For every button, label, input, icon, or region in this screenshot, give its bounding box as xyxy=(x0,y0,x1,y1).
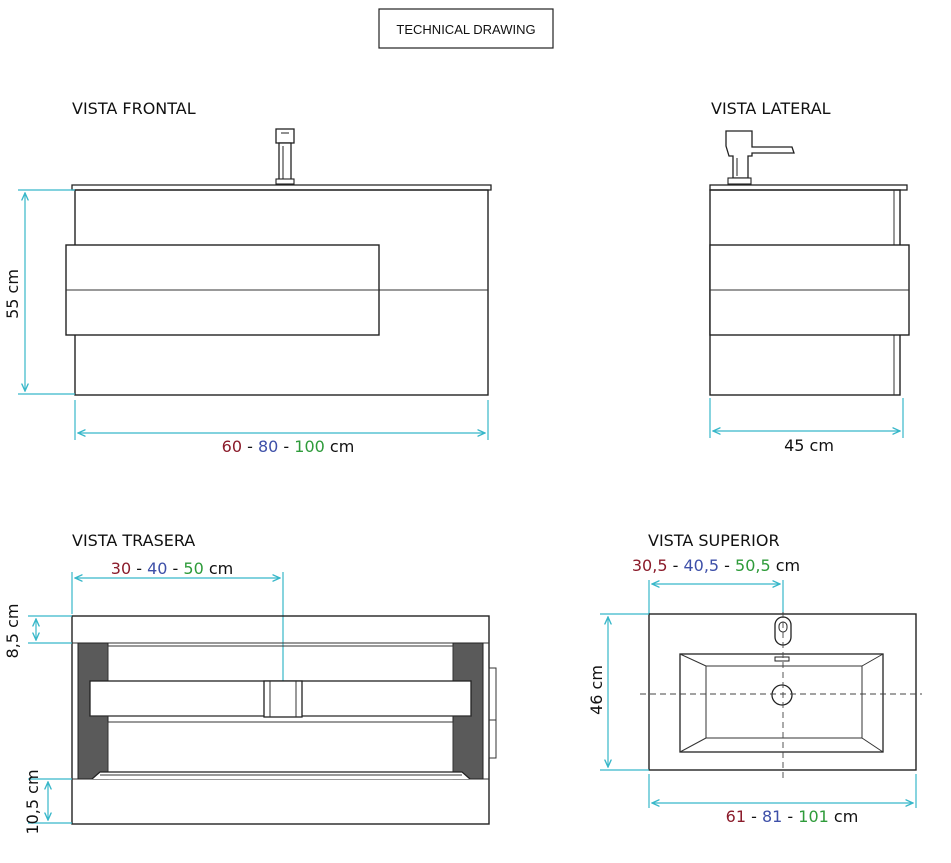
side-view-label: VISTA LATERAL xyxy=(711,99,831,118)
drawing-title: TECHNICAL DRAWING xyxy=(396,22,535,37)
title-box: TECHNICAL DRAWING xyxy=(378,8,554,49)
front-width-dimension: 60 - 80 - 100 cm xyxy=(222,437,355,456)
rear-offset-dimension: 30 - 40 - 50 cm xyxy=(111,559,233,578)
side-view: 45 cm xyxy=(709,130,910,455)
top-depth-dimension: 46 cm xyxy=(587,665,606,715)
rear-view: 30 - 40 - 50 cm 8,5 cm 10,5 cm xyxy=(3,559,497,835)
faucet-top-icon xyxy=(774,616,792,646)
size-large: 100 xyxy=(294,437,325,456)
drain-icon xyxy=(771,684,793,706)
top-width-dimension: 61 - 81 - 101 cm xyxy=(726,807,859,826)
top-offset-dimension: 30,5 - 40,5 - 50,5 cm xyxy=(632,556,800,575)
side-depth-dimension: 45 cm xyxy=(784,436,834,455)
rear-view-label: VISTA TRASERA xyxy=(72,531,195,550)
rear-frame xyxy=(71,615,490,825)
top-view-label: VISTA SUPERIOR xyxy=(648,531,780,550)
rear-top-gap-dimension: 8,5 cm xyxy=(3,604,22,659)
front-height-dimension: 55 cm xyxy=(3,269,22,319)
faucet-icon xyxy=(275,128,295,185)
rear-bottom-gap-dimension: 10,5 cm xyxy=(23,769,42,834)
size-medium: 80 xyxy=(258,437,278,456)
faucet-side-icon xyxy=(725,130,795,185)
countertop xyxy=(71,184,492,191)
size-small: 60 xyxy=(222,437,242,456)
countertop-top xyxy=(648,613,917,771)
front-view: 55 cm 60 - 80 - 100 cm xyxy=(3,128,492,456)
top-view: 30,5 - 40,5 - 50,5 cm 46 cm xyxy=(587,556,922,826)
front-view-label: VISTA FRONTAL xyxy=(72,99,196,118)
